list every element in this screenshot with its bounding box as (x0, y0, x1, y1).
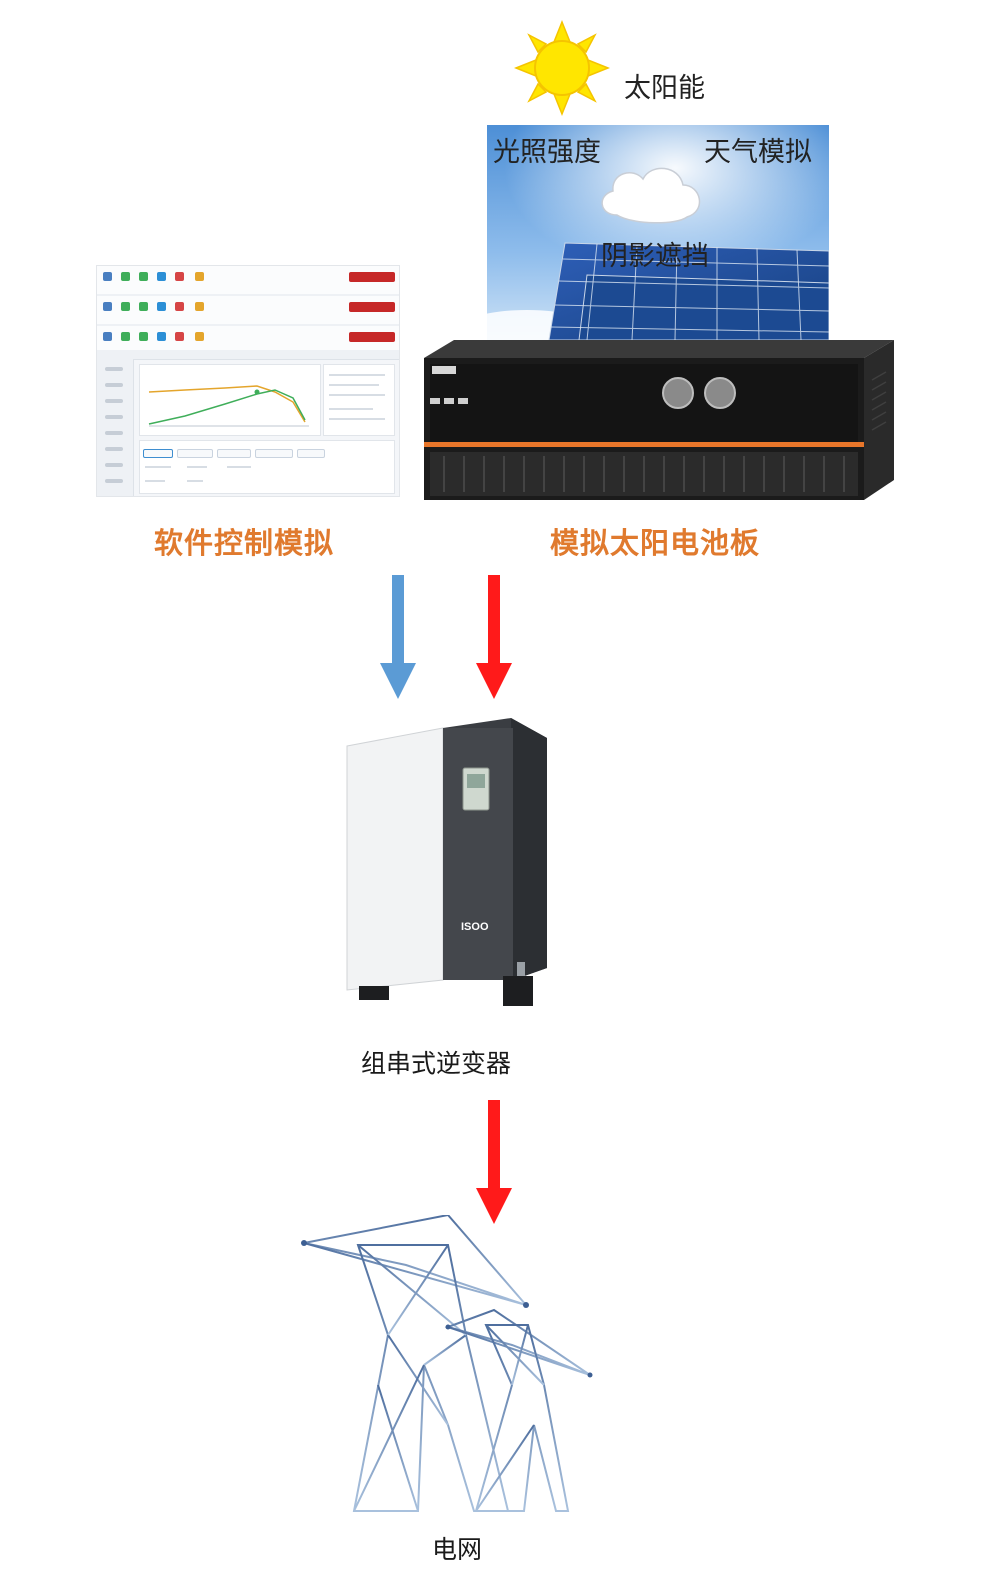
solar-simulator-label: 模拟太阳电池板 (550, 526, 761, 560)
arrow-red-down-1 (476, 575, 512, 699)
software-control-label: 软件控制模拟 (154, 526, 335, 560)
light-intensity-label: 光照强度 (493, 137, 601, 168)
cloud-icon (601, 167, 701, 224)
power-grid-tower (301, 1215, 593, 1512)
arrow-red-down-2 (476, 1100, 512, 1224)
solar-simulator-device (424, 340, 894, 500)
weather-sim-label: 天气模拟 (704, 137, 812, 168)
arrow-blue-down (380, 575, 416, 699)
solar-panel-scene (487, 125, 829, 340)
string-inverter-device: ISOO (346, 718, 547, 1006)
software-screenshot (96, 265, 400, 497)
inverter-label: 组串式逆变器 (361, 1049, 512, 1078)
sun-icon (514, 20, 610, 116)
shadow-label: 阴影遮挡 (601, 241, 709, 272)
sun-label: 太阳能 (624, 73, 705, 104)
inverter-brand: ISOO (461, 921, 489, 933)
grid-label: 电网 (432, 1535, 483, 1564)
